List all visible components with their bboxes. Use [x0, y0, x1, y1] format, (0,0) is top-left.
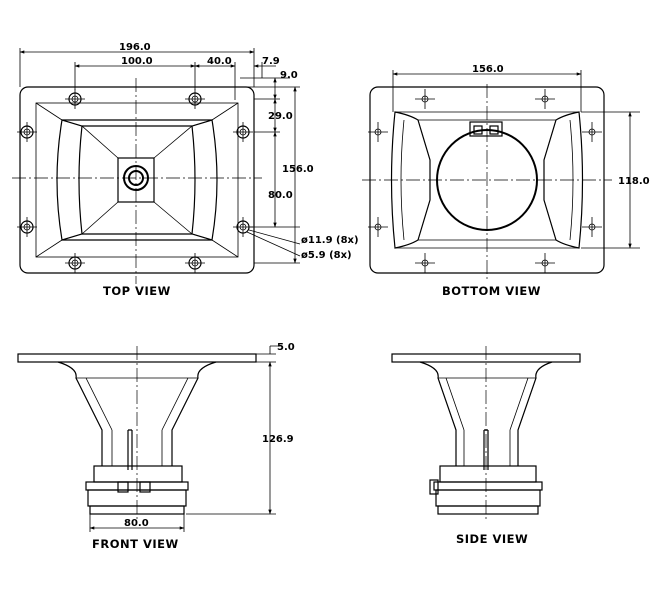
mounting-hole-icon: [368, 122, 388, 142]
mounting-hole-icon: [233, 122, 253, 142]
mounting-hole-icon: [185, 89, 205, 109]
bottom-view: 156.0 118.0 BOTTOM VIEW: [362, 64, 650, 298]
mounting-hole-icon: [415, 89, 435, 109]
side-view-title: SIDE VIEW: [456, 532, 528, 546]
front-view: 5.0 126.9 80.0 FRONT VIEW: [17, 342, 295, 551]
front-terminal-rod: [127, 429, 133, 470]
dim-hole-spacing: 100.0: [121, 56, 153, 67]
dim-bottom-height: 118.0: [618, 176, 650, 187]
front-extension-lines: [89, 353, 276, 532]
dim-flange-thickness: 5.0: [277, 342, 295, 353]
dim-edge-offset: 7.9: [262, 56, 280, 67]
side-driver-base: [437, 505, 539, 515]
dim-base-width: 80.0: [124, 518, 149, 529]
bottom-horn-right: [543, 111, 584, 249]
mounting-hole-icon: [415, 253, 435, 273]
dim-flange-margin: 9.0: [280, 70, 298, 81]
bottom-view-title: BOTTOM VIEW: [442, 284, 541, 298]
dim-bottom-width: 156.0: [472, 64, 504, 75]
bottom-extension-lines: [392, 70, 640, 249]
dim-front-height: 126.9: [262, 434, 294, 445]
dim-hole-offset: 40.0: [207, 56, 232, 67]
front-view-title: FRONT VIEW: [92, 537, 179, 551]
side-terminal: [429, 479, 439, 495]
top-mouth-left: [56, 119, 83, 241]
side-driver-ring: [433, 481, 543, 491]
dim-hole-depth: 29.0: [268, 111, 293, 122]
mounting-hole-icon: [17, 122, 37, 142]
mounting-hole-icon: [535, 89, 555, 109]
mounting-hole-icon: [65, 89, 85, 109]
dim-overall-width: 196.0: [119, 42, 151, 53]
bottom-terminal-right: [489, 125, 499, 135]
bottom-mounting-holes: [368, 89, 602, 273]
top-view: 196.0 100.0 40.0 7.9 9.0 29.0 156.0 80.0…: [12, 42, 359, 298]
top-view-title: TOP VIEW: [103, 284, 171, 298]
dim-overall-height: 156.0: [282, 164, 314, 175]
bottom-terminal-left: [473, 125, 483, 135]
mounting-hole-icon: [582, 217, 602, 237]
top-throat-lines: [81, 125, 193, 235]
side-view: SIDE VIEW: [391, 346, 581, 546]
top-mouth-top: [62, 119, 212, 127]
mounting-hole-icon: [17, 217, 37, 237]
mounting-hole-icon: [65, 253, 85, 273]
mounting-hole-icon: [535, 253, 555, 273]
bottom-terminal-block: [469, 121, 503, 137]
top-mounting-holes: [17, 89, 253, 273]
top-extension-lines: [19, 48, 300, 264]
mounting-hole-icon: [185, 253, 205, 273]
top-flange-inner: [35, 102, 239, 258]
bottom-horn-left: [390, 111, 431, 249]
top-bevels: [35, 102, 239, 258]
side-driver-magnet: [435, 489, 541, 507]
hole-leader: [246, 229, 301, 257]
front-terminal-left: [117, 481, 129, 493]
top-mouth-right: [191, 119, 218, 241]
top-flange-outline: [19, 86, 255, 274]
mounting-hole-icon: [368, 217, 388, 237]
front-terminal-right: [139, 481, 151, 493]
dim-hole-height: 80.0: [268, 190, 293, 201]
side-horn-inner: [438, 377, 536, 466]
mounting-hole-icon: [582, 122, 602, 142]
dim-line-5-0: [269, 345, 280, 354]
dim-hole-outer: ø11.9 (8x): [301, 235, 359, 246]
top-mouth-bottom: [62, 233, 212, 241]
dim-hole-inner: ø5.9 (8x): [301, 250, 352, 261]
mounting-hole-icon: [233, 217, 253, 237]
front-driver-top: [93, 465, 183, 483]
